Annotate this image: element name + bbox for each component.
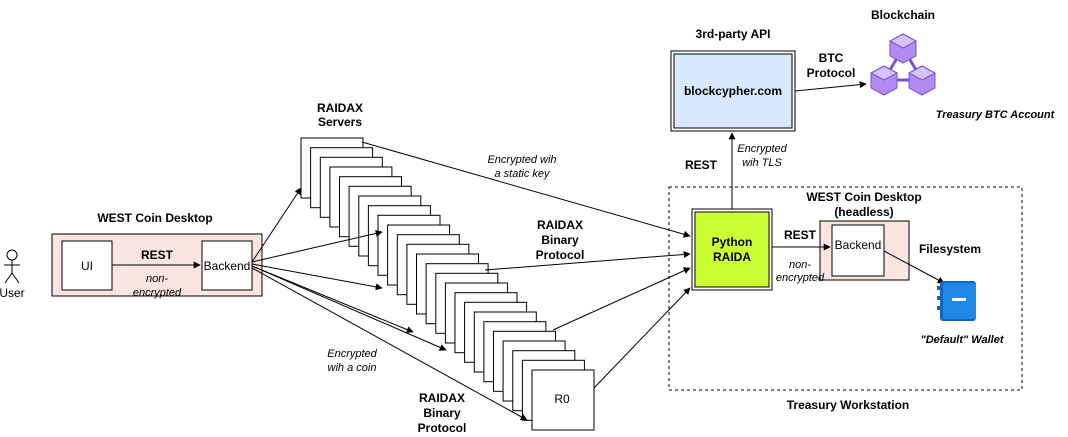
default-wallet-label: "Default" Wallet	[921, 334, 1005, 346]
static-key-label-line2: a static key	[494, 168, 551, 180]
headless-nonenc-line1: non-	[789, 259, 811, 271]
blockchain-caption: Blockchain	[871, 8, 935, 22]
api-to-blockchain-edge	[794, 81, 867, 92]
static-key-label-line1: Encrypted wih	[487, 154, 556, 166]
raidax-server-stack	[300, 137, 595, 431]
headless-backend-label: Backend	[835, 238, 882, 252]
server-r0-box	[531, 369, 595, 431]
headless-title-line1: WEST Coin Desktop	[806, 190, 921, 204]
backend-to-server-edge-3	[251, 263, 383, 291]
desktop-ui-label: UI	[81, 259, 93, 273]
blockchain-icon	[869, 33, 937, 96]
headless-title-line2: (headless)	[834, 205, 893, 219]
server-to-raida-edge-2	[484, 251, 691, 271]
desktop-nonenc-line2: encrypted	[133, 287, 182, 299]
treasury-workstation-boundary	[668, 186, 1023, 391]
backend-to-server-edge-6	[251, 267, 528, 421]
binary-bottom-label-line2: Binary	[423, 406, 461, 420]
headless-backend-box	[831, 224, 885, 277]
desktop-ui-box	[61, 240, 113, 291]
tls-label-line1: Encrypted	[737, 143, 787, 155]
raidax-servers-title-line2: Servers	[318, 115, 362, 129]
desktop-backend-label: Backend	[204, 259, 251, 273]
backend-to-wallet-edge	[883, 250, 945, 284]
treasury-workstation-caption: Treasury Workstation	[787, 398, 909, 412]
user-label: User	[0, 286, 25, 300]
backend-to-server-edge-5	[251, 265, 447, 351]
treasury-btc-account: Treasury BTC Account	[936, 109, 1056, 121]
python-raida-line1: Python	[712, 235, 753, 249]
tls-label-line2: wih TLS	[742, 157, 782, 169]
api-box	[673, 53, 793, 129]
backend-to-server-edge-4	[251, 265, 414, 333]
rest-up-label: REST	[685, 158, 718, 172]
user-icon	[4, 249, 20, 284]
server-to-raida-edge-4	[593, 287, 691, 389]
desktop-backend-box	[201, 240, 253, 291]
binary-top-label-line1: RAIDAX	[537, 218, 583, 232]
coin-label-line2: wih a coin	[328, 362, 377, 374]
btc-label-line1: BTC	[819, 51, 844, 65]
raidax-servers-title-line1: RAIDAX	[317, 101, 363, 115]
desktop-title: WEST Coin Desktop	[97, 211, 212, 225]
server-to-raida-edge-3	[552, 267, 691, 331]
python-raida-box	[694, 211, 770, 288]
server-r0-label: R0	[554, 392, 570, 406]
backend-to-server-edge-2	[251, 230, 383, 263]
btc-label-line2: Protocol	[807, 66, 856, 80]
rest-right-label: REST	[784, 228, 817, 242]
filesystem-label: Filesystem	[919, 242, 981, 256]
desktop-rest-label: REST	[141, 248, 174, 262]
api-caption: 3rd-party API	[696, 27, 771, 41]
desktop-nonenc-line1: non-	[146, 273, 168, 285]
api-label: blockcypher.com	[684, 84, 782, 98]
backend-to-server-edge-1	[251, 187, 302, 263]
binary-top-label-line2: Binary	[541, 233, 579, 247]
python-raida-line2: RAIDA	[713, 250, 751, 264]
binary-top-label-line3: Protocol	[536, 248, 585, 262]
server-to-raida-edge-1	[361, 141, 691, 238]
binary-bottom-label-line1: RAIDAX	[419, 391, 465, 405]
headless-nonenc-line2: encrypted	[776, 272, 825, 284]
wallet-icon	[937, 281, 976, 321]
coin-label-line1: Encrypted	[327, 348, 377, 360]
binary-bottom-label-line3: Protocol	[418, 421, 467, 435]
